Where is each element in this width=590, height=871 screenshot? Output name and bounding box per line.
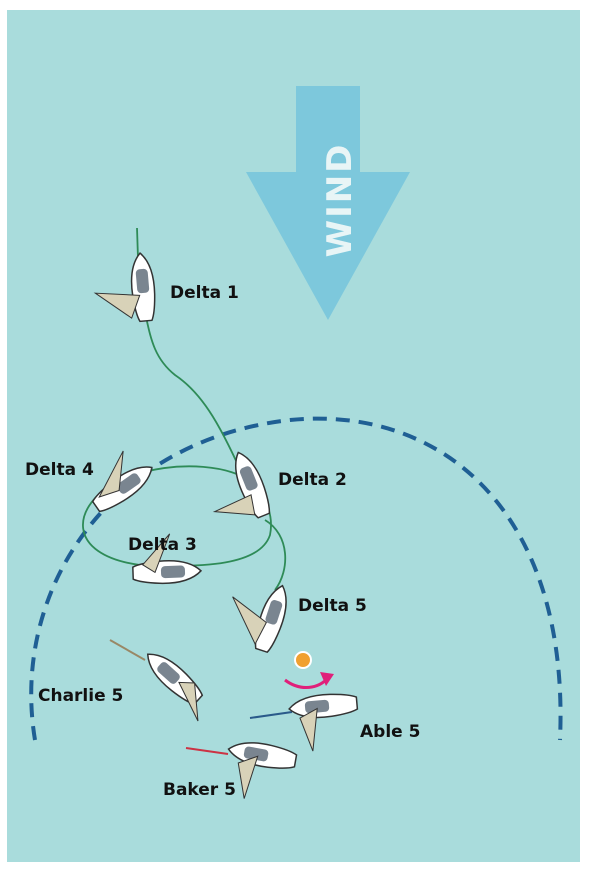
- mark-buoy: [294, 651, 312, 669]
- charlie-bowsprit: [109, 639, 146, 661]
- wind-arrow: [246, 86, 410, 320]
- delta-track: [82, 227, 287, 591]
- label-able-5: Able 5: [360, 722, 421, 742]
- able-bowsprit: [249, 711, 293, 719]
- boat-charlie-5: [139, 645, 207, 722]
- boat-delta-3: [131, 533, 203, 586]
- rotation-arrow: [284, 678, 328, 689]
- baker-bowsprit: [185, 747, 229, 755]
- label-delta-5: Delta 5: [298, 596, 367, 616]
- boat-delta-5: [232, 581, 294, 655]
- boat-baker-5: [225, 737, 299, 799]
- label-delta-4: Delta 4: [25, 460, 94, 480]
- label-delta-1: Delta 1: [170, 283, 239, 303]
- label-charlie-5: Charlie 5: [38, 686, 124, 706]
- label-delta-3: Delta 3: [128, 535, 197, 555]
- boat-delta-4: [88, 450, 160, 517]
- boat-delta-2: [212, 447, 275, 521]
- wind-label: WIND: [320, 142, 360, 258]
- zone-circle: [29, 416, 563, 741]
- water-background: [7, 10, 580, 862]
- boat-able-5: [287, 691, 359, 752]
- label-baker-5: Baker 5: [163, 780, 236, 800]
- label-delta-2: Delta 2: [278, 470, 347, 490]
- rotation-arrowhead: [320, 672, 334, 686]
- boat-delta-1: [93, 251, 158, 323]
